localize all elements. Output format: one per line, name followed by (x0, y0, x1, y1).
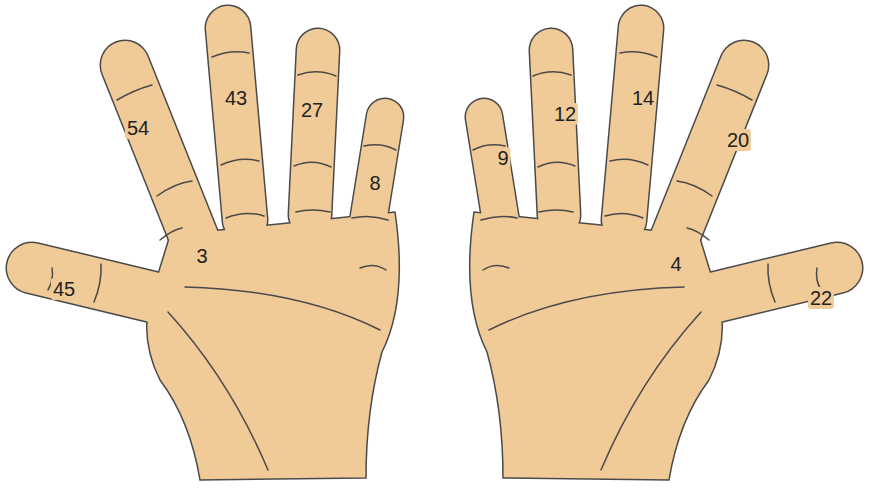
left-hand (32, 28, 399, 480)
callout-number: 45 (51, 278, 77, 300)
callout-number: 27 (299, 99, 325, 121)
callout-number: 9 (495, 147, 510, 169)
callout-number: 14 (630, 87, 656, 109)
right-hand (470, 28, 837, 480)
callout-number: 43 (223, 87, 249, 109)
callout-number: 20 (725, 129, 751, 151)
callout-number: 4 (668, 253, 683, 275)
callout-number: 8 (367, 172, 382, 194)
callout-number: 54 (125, 117, 151, 139)
callout-number: 22 (808, 287, 834, 309)
callout-number: 12 (552, 103, 578, 125)
callout-number: 3 (194, 245, 209, 267)
